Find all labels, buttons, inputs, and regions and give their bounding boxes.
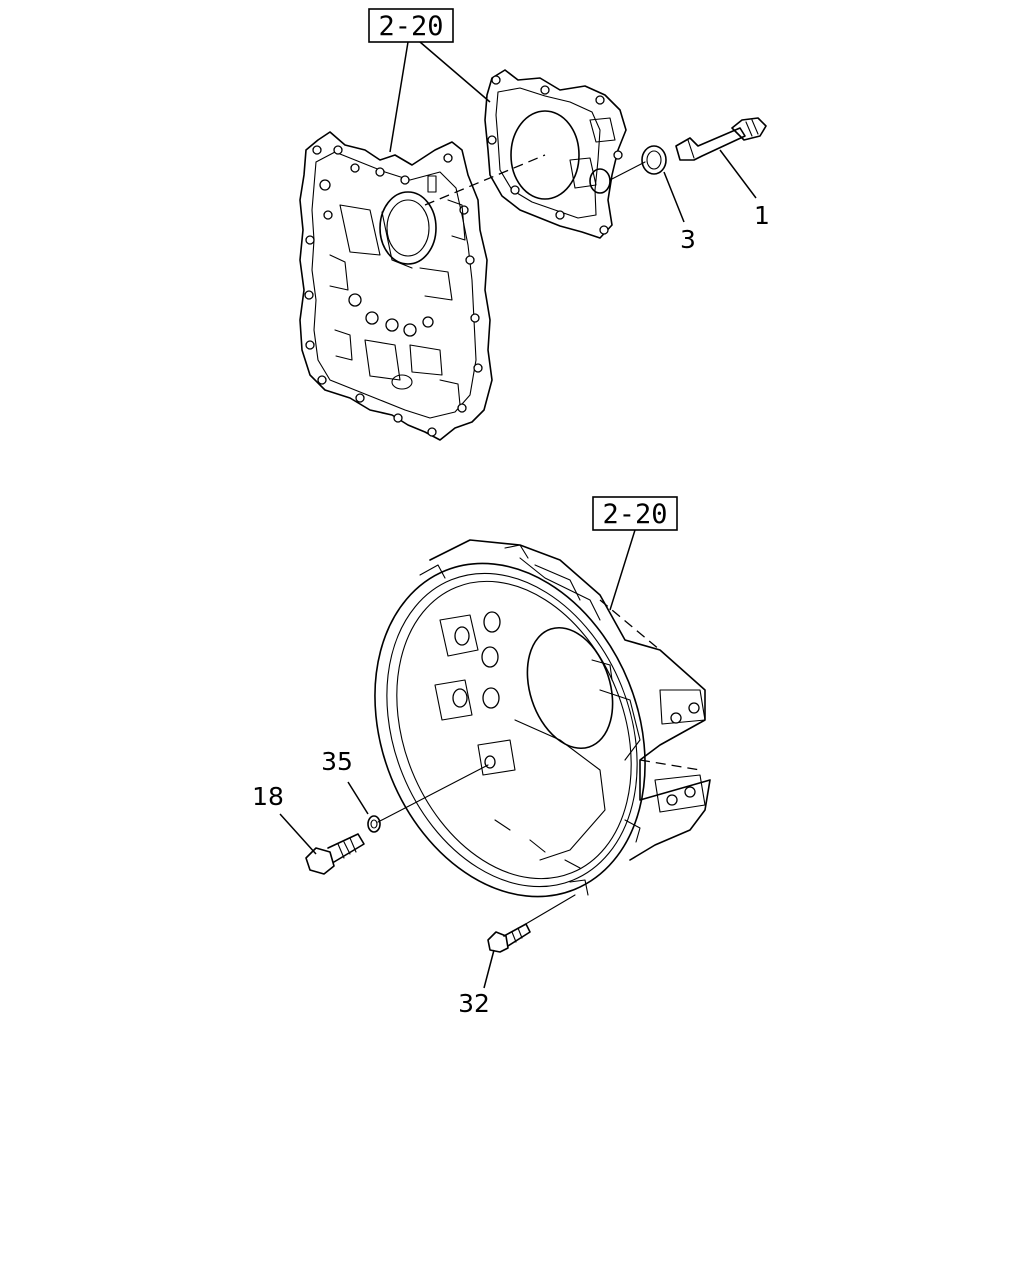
leader-ref-top-cover — [419, 41, 491, 103]
leader-callout-18 — [279, 813, 317, 855]
flywheel-housing — [374, 539, 711, 898]
leader-callout-35 — [347, 781, 369, 815]
o-ring-3 — [641, 145, 667, 175]
reference-box-bottom[interactable]: 2-20 — [592, 496, 678, 531]
callout-3[interactable]: 3 — [680, 225, 696, 254]
bolt-32 — [487, 923, 531, 953]
reference-box-top[interactable]: 2-20 — [368, 8, 454, 43]
reference-label: 2-20 — [378, 11, 443, 42]
alignment-line — [424, 154, 546, 206]
reference-label: 2-20 — [602, 499, 667, 530]
sensor-bolt-1 — [675, 117, 767, 161]
bolt-18 — [305, 833, 365, 875]
alignment-line — [523, 894, 576, 926]
callout-35[interactable]: 35 — [321, 747, 353, 776]
callout-18[interactable]: 18 — [252, 782, 284, 811]
gear-case-cover — [484, 69, 627, 239]
alignment-line — [377, 764, 489, 823]
leader-callout-32 — [483, 949, 495, 989]
leader-callout-1 — [719, 149, 757, 199]
leader-callout-3 — [663, 171, 685, 223]
leader-ref-bottom — [609, 529, 636, 611]
gear-case-housing — [299, 131, 493, 441]
callout-32[interactable]: 32 — [458, 989, 490, 1018]
leader-ref-top-housing — [389, 41, 409, 153]
callout-1[interactable]: 1 — [754, 201, 770, 230]
washer-35 — [367, 815, 381, 833]
